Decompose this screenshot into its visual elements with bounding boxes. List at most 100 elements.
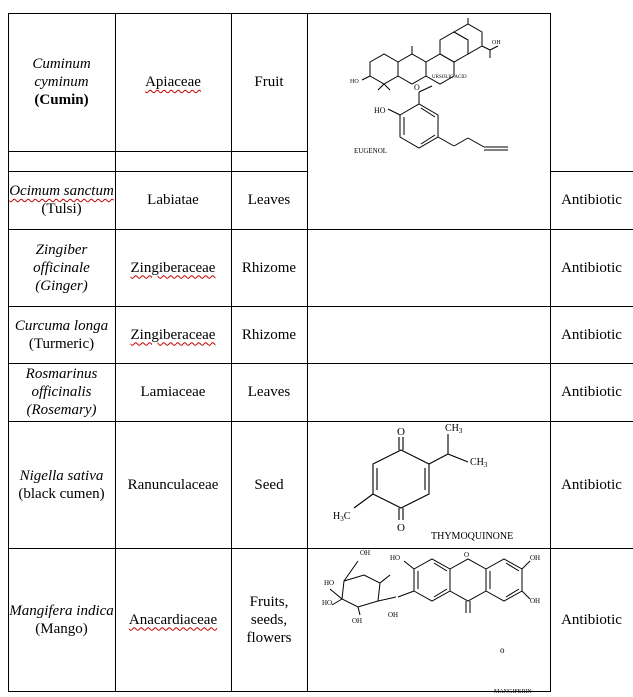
col-divider	[231, 13, 232, 692]
thymoquinone-structure: O O CH3 CH3 H3C THYMOQUINONE	[333, 423, 513, 542]
methyl-label: CH3	[445, 423, 463, 435]
oxygen-label: o	[500, 645, 505, 655]
row-divider	[8, 229, 633, 230]
plant-part: Fruits, seeds, flowers	[246, 593, 292, 646]
row-divider	[8, 421, 633, 422]
row-divider	[8, 171, 307, 172]
family-cell: Ranunculaceae	[115, 421, 231, 548]
part-cell: Leaves	[231, 363, 307, 421]
species-name: Nigella sativa	[19, 467, 104, 484]
activity-cell: Antibiotic	[550, 229, 633, 306]
family-name: Zingiberaceae	[130, 259, 216, 276]
plant-part: Rhizome	[241, 326, 297, 343]
activity: Antibiotic	[561, 192, 622, 208]
species-name: Ocimum sanctum	[9, 183, 114, 199]
activity-cell: Antibiotic	[550, 363, 633, 421]
family-name: Lamiaceae	[140, 384, 206, 400]
col-divider	[307, 13, 308, 692]
part-cell: Seed	[231, 421, 307, 548]
compound-label: THYMOQUINONE	[431, 531, 513, 542]
part-cell: Fruits, seeds, flowers	[231, 548, 307, 691]
part-cell: Rhizome	[231, 229, 307, 306]
plant-part: Fruit	[254, 74, 284, 90]
table-top-border	[8, 13, 550, 14]
compound-label: MANGIFERIN	[494, 689, 532, 695]
common-name: (Turmeric)	[28, 335, 95, 352]
part-cell: Rhizome	[231, 306, 307, 363]
common-name: (Cumin)	[34, 92, 89, 108]
common-name: (Ginger)	[35, 277, 88, 294]
row-divider	[550, 171, 633, 172]
table-bottom-border	[8, 691, 550, 692]
row-divider	[8, 363, 633, 364]
common-name: (black cumen)	[18, 485, 105, 502]
compound-label: EUGENOL	[354, 147, 387, 155]
row-divider	[8, 151, 307, 152]
activity: Antibiotic	[561, 384, 622, 400]
table-row-species: Ocimum sanctum (Tulsi)	[8, 171, 115, 229]
family-cell: Lamiaceae	[115, 363, 231, 421]
table-row-species: Curcuma longa (Turmeric)	[8, 306, 115, 363]
family-cell: Apiaceae	[115, 13, 231, 151]
compound-label: URSOLIC ACID	[432, 75, 467, 80]
family-name: Ranunculaceae	[127, 476, 219, 493]
family-cell: Zingiberaceae	[115, 306, 231, 363]
plant-part: Rhizome	[241, 259, 297, 276]
methyl-label: CH3	[470, 457, 488, 469]
table-row-species: Mangifera indica (Mango)	[8, 548, 115, 691]
col-divider	[8, 13, 9, 692]
hydroxyl-label: OH	[530, 597, 540, 605]
family-name: Apiaceae	[145, 74, 201, 90]
common-name: (Rosemary)	[26, 402, 97, 418]
col-divider	[115, 13, 116, 692]
table-row-species: Nigella sativa (black cumen)	[8, 421, 115, 548]
hydroxyl-label: HO	[374, 106, 386, 115]
oxygen-label: O	[397, 426, 405, 438]
hydroxyl-label: OH	[388, 611, 398, 619]
activity-cell: Antibiotic	[550, 306, 633, 363]
part-cell: Leaves	[231, 171, 307, 229]
plant-part: Leaves	[247, 192, 291, 208]
methyl-label: H3C	[333, 511, 351, 523]
family-name: Labiatae	[147, 192, 199, 208]
hydroxyl-label: OH	[352, 617, 362, 625]
hydroxyl-label: OH	[530, 554, 540, 562]
species-name: Curcuma longa	[14, 317, 109, 334]
species-name: Mangifera indica	[9, 602, 114, 619]
oxygen-label: O	[397, 522, 405, 534]
ursolic-acid-eugenol-structure: HO OH URSOLIC ACID HO O EUGENOL	[350, 18, 508, 155]
table-row-species: Cuminum cyminum (Cumin)	[8, 13, 115, 151]
activity-cell: Antibiotic	[550, 171, 633, 229]
oxygen-label: O	[464, 551, 469, 559]
hydroxyl-label: HO	[322, 599, 332, 607]
activity-cell: Antibiotic	[550, 421, 633, 548]
common-name: (Mango)	[35, 620, 88, 637]
activity-cell: Antibiotic	[550, 548, 633, 691]
table-row-species: Zingiber officinale (Ginger)	[8, 229, 115, 306]
hydroxyl-label: HO	[324, 579, 334, 587]
common-name: (Tulsi)	[41, 201, 82, 217]
family-cell: Labiatae	[115, 171, 231, 229]
species-name: Rosmarinus officinalis	[25, 366, 98, 400]
activity: Antibiotic	[561, 611, 622, 628]
family-name: Zingiberaceae	[130, 326, 216, 343]
plant-part: Leaves	[247, 384, 291, 400]
activity: Antibiotic	[561, 259, 622, 276]
species-name: Cuminum cyminum	[32, 56, 91, 90]
family-cell: Zingiberaceae	[115, 229, 231, 306]
family-cell: Anacardiaceae	[115, 548, 231, 691]
col-divider	[550, 13, 551, 692]
part-cell: Fruit	[231, 13, 307, 151]
oxygen-label: O	[414, 83, 420, 92]
species-name: Zingiber officinale	[33, 241, 90, 276]
hydroxyl-label: HO	[350, 79, 359, 85]
plant-part: Seed	[254, 476, 284, 493]
activity: Antibiotic	[561, 476, 622, 493]
mangiferin-structure: OH HO OH OH HO HO OH OH O o MANGIFERIN	[322, 549, 540, 695]
activity: Antibiotic	[561, 326, 622, 343]
row-divider	[8, 306, 633, 307]
hydroxyl-label: HO	[390, 554, 400, 562]
family-name: Anacardiaceae	[128, 611, 218, 628]
table-row-species: Rosmarinus officinalis (Rosemary)	[8, 363, 115, 421]
